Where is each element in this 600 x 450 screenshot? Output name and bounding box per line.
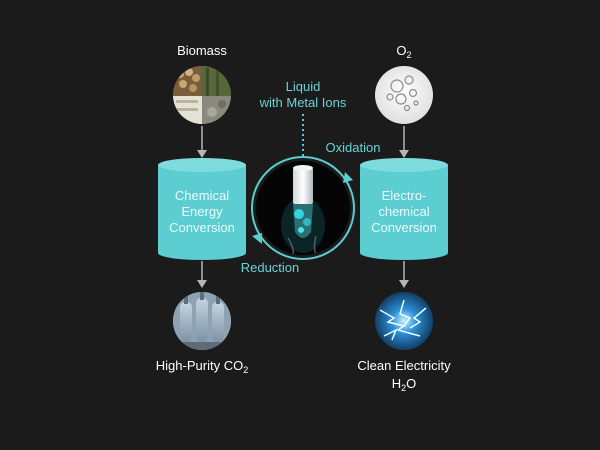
co2-output-label: High-Purity CO2: [156, 358, 248, 375]
arrow-chem-to-co2: [197, 261, 207, 288]
test-tube-photo-icon: [251, 156, 355, 260]
chem-line1: Chemical: [175, 188, 229, 203]
biomass-label: Biomass: [177, 43, 227, 58]
electricity-output-label: Clean Electricity: [357, 358, 451, 373]
chemical-energy-cylinder: Chemical Energy Conversion: [158, 158, 246, 260]
electro-line2: chemical: [378, 204, 429, 219]
chem-line2: Energy: [181, 204, 223, 219]
arrow-o2-to-electro: [399, 126, 409, 158]
o2-bubbles-icon: [375, 66, 433, 124]
co2-gas-tanks-icon: [173, 292, 231, 350]
arrow-electro-to-electricity: [399, 261, 409, 288]
chem-line3: Conversion: [169, 220, 235, 235]
electro-line3: Conversion: [371, 220, 437, 235]
liquid-label-line2: with Metal Ions: [259, 95, 347, 110]
liquid-label-line1: Liquid: [286, 79, 321, 94]
biomass-photo-icon: [173, 66, 231, 124]
arrow-biomass-to-chem: [197, 126, 207, 158]
water-output-label: H2O: [392, 376, 417, 393]
electrochemical-cylinder: Electro- chemical Conversion: [360, 158, 448, 260]
electro-line1: Electro-: [382, 188, 427, 203]
o2-label: O2: [396, 43, 411, 60]
oxidation-label: Oxidation: [326, 140, 381, 155]
reduction-label: Reduction: [241, 260, 300, 275]
lightning-electricity-icon: [375, 292, 433, 350]
